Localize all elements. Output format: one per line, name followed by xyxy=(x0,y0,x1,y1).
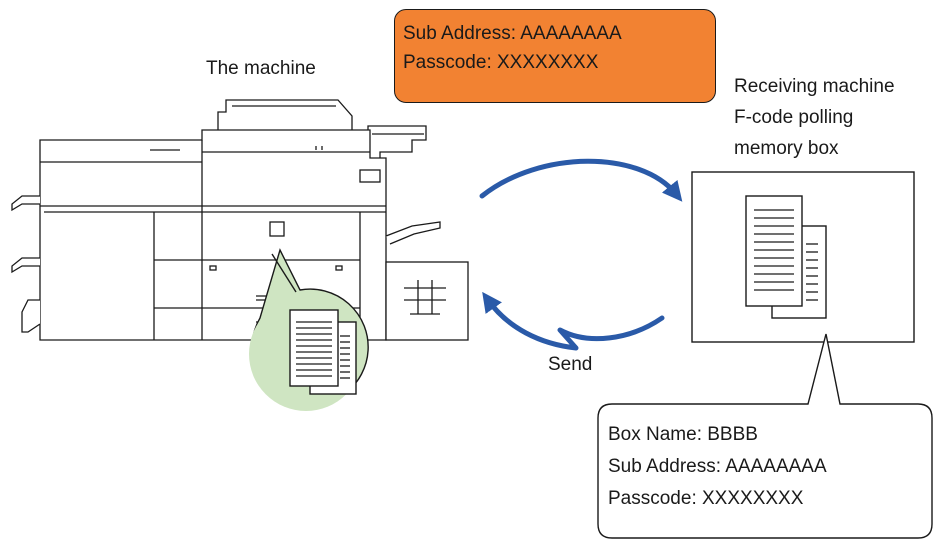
mfp-machine-illustration xyxy=(11,99,469,341)
box-sub-address: Sub Address: AAAAAAAA xyxy=(608,456,827,477)
machine-label: The machine xyxy=(206,58,316,79)
box-info-callout xyxy=(597,333,933,539)
send-arrow xyxy=(482,291,665,351)
sender-sub-address: Sub Address: AAAAAAAA xyxy=(403,23,622,44)
request-arrow xyxy=(479,158,683,202)
send-label: Send xyxy=(548,354,593,375)
stored-document-bubble xyxy=(249,248,369,411)
receiving-machine-label-line2: F-code polling xyxy=(734,107,854,128)
memory-box xyxy=(691,171,915,343)
receiving-machine-label-line1: Receiving machine xyxy=(734,76,895,97)
sender-info-box: Sub Address: AAAAAAAA Passcode: XXXXXXXX xyxy=(394,9,716,103)
receiving-machine-label-line3: memory box xyxy=(734,138,839,159)
box-passcode: Passcode: XXXXXXXX xyxy=(608,488,804,509)
box-name: Box Name: BBBB xyxy=(608,424,758,445)
box-info-text: Box Name: BBBB Sub Address: AAAAAAAA Pas… xyxy=(608,420,827,513)
sender-passcode: Passcode: XXXXXXXX xyxy=(403,52,599,73)
